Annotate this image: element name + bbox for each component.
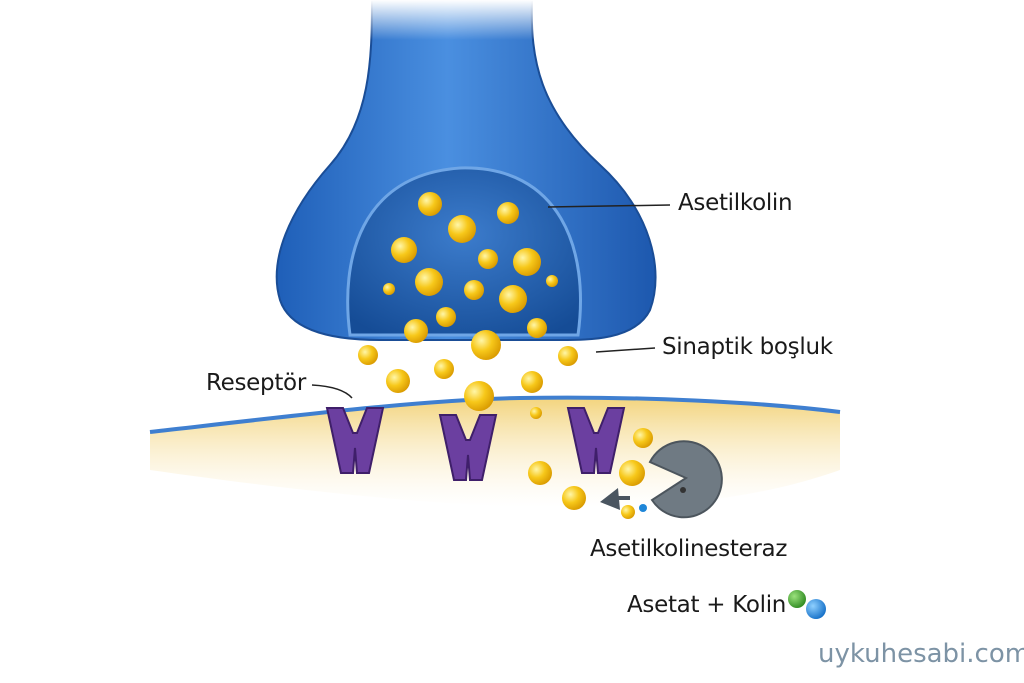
- acetylcholine-molecule: [546, 275, 558, 287]
- acetylcholine-molecule: [404, 319, 428, 343]
- acetylcholine-molecule: [633, 428, 653, 448]
- label-products: Asetat + Kolin: [627, 592, 787, 618]
- acetylcholine-molecule: [513, 248, 541, 276]
- acetylcholine-molecule: [497, 202, 519, 224]
- acetylcholine-molecule: [499, 285, 527, 313]
- acetylcholine-molecule: [386, 369, 410, 393]
- leader-synaptic-cleft: [595, 347, 656, 353]
- acetylcholine-molecule: [558, 346, 578, 366]
- acetylcholine-molecule: [478, 249, 498, 269]
- acetylcholine-molecule: [383, 283, 395, 295]
- acetylcholine-molecule: [436, 307, 456, 327]
- choline-fragment: [639, 504, 647, 512]
- receptor: [325, 407, 385, 474]
- acetylcholine-molecule: [448, 215, 476, 243]
- acetylcholine-molecule: [528, 461, 552, 485]
- acetylcholinesterase-enzyme: [648, 440, 723, 519]
- acetylcholine-molecule: [621, 505, 635, 519]
- acetylcholine-molecule: [530, 407, 542, 419]
- acetylcholine-molecule: [358, 345, 378, 365]
- acetylcholine-molecule: [415, 268, 443, 296]
- membrane-outline: [149, 395, 841, 434]
- acetate-molecule: [788, 590, 806, 608]
- acetylcholine-molecule: [562, 486, 586, 510]
- enzyme-eye: [680, 487, 686, 493]
- watermark: uykuhesabi.com: [818, 639, 1024, 669]
- acetylcholine-molecule: [434, 359, 454, 379]
- acetylcholine-molecule: [464, 280, 484, 300]
- arrow-icon: [600, 488, 620, 510]
- label-enzyme: Asetilkolinesteraz: [590, 536, 788, 562]
- acetylcholine-molecule: [418, 192, 442, 216]
- choline-molecule: [806, 599, 826, 619]
- acetylcholine-molecule: [471, 330, 501, 360]
- receptor: [566, 407, 626, 474]
- acetylcholine-molecule: [521, 371, 543, 393]
- label-synaptic-cleft: Sinaptik boşluk: [662, 334, 833, 360]
- stem-fade: [360, 0, 550, 40]
- label-acetylcholine: Asetilkolin: [678, 190, 793, 216]
- acetylcholine-molecule: [391, 237, 417, 263]
- leader-receptor: [311, 384, 353, 399]
- acetylcholine-molecule: [464, 381, 494, 411]
- acetylcholine-molecule: [527, 318, 547, 338]
- label-receptor: Reseptör: [206, 370, 306, 396]
- postsynaptic-membrane: [150, 397, 840, 508]
- acetylcholine-molecule: [619, 460, 645, 486]
- receptor: [438, 414, 498, 481]
- leader-acetylcholine: [547, 204, 671, 208]
